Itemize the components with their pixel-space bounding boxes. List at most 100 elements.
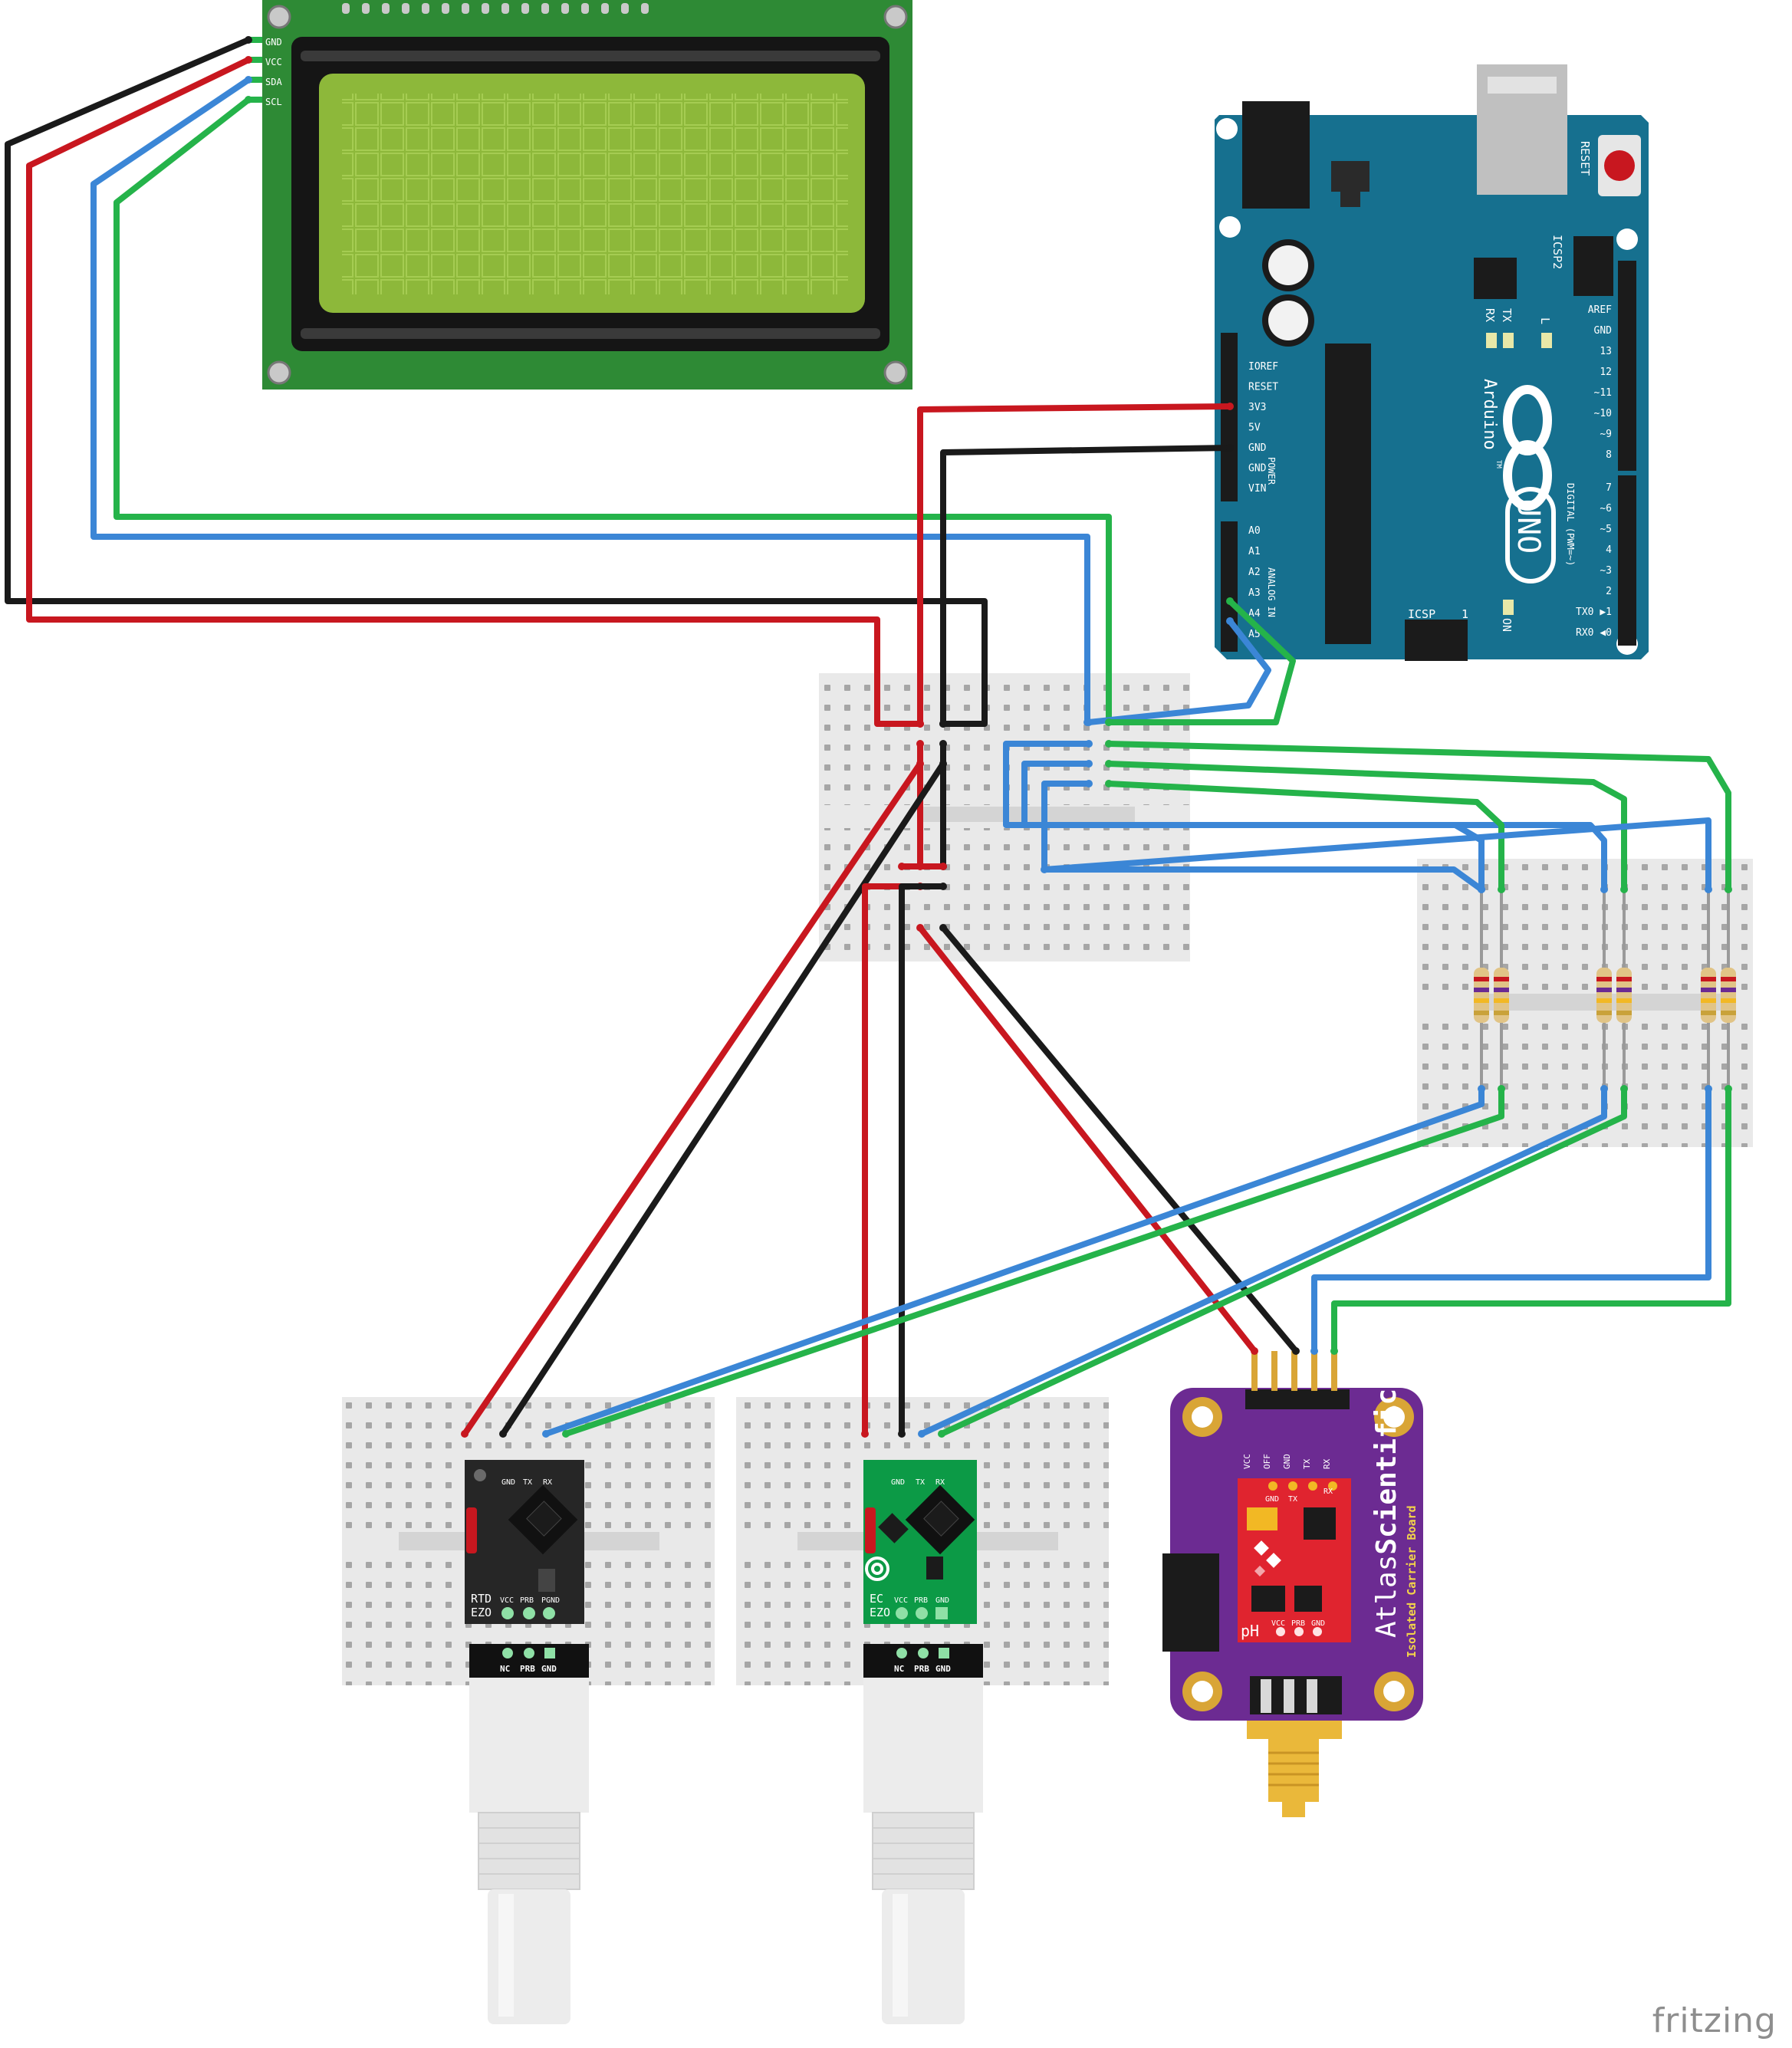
wire-black-23 [940, 925, 1299, 1354]
analog-pin-label-2: A2 [1248, 567, 1261, 578]
wire-end [939, 924, 947, 932]
wire-end [918, 1430, 926, 1438]
carrier-brand-bold: Scientific [1371, 1389, 1402, 1555]
resistor-band [1721, 977, 1736, 981]
arduino-brand: Arduino [1480, 379, 1499, 450]
ec-ezo-circuit: GND TX RX VCC PRB GND EC EZO [863, 1460, 977, 1624]
digital-section-label: DIGITAL (PWM=~) [1565, 483, 1576, 566]
wire-green-25 [563, 1086, 1504, 1437]
wire-black-5 [940, 445, 1233, 727]
rtd-conn-prb: PRB [520, 1664, 535, 1674]
ec-conn-gnd: GND [935, 1664, 951, 1674]
wire-end [939, 740, 947, 748]
wire-end [1498, 1085, 1505, 1093]
wire-red-22 [917, 925, 1258, 1354]
lcd-pin-gnd: GND [265, 37, 282, 48]
power-section-label: POWER [1266, 457, 1277, 485]
lcd-pin-vcc: VCC [265, 57, 282, 67]
wire-blue-26 [919, 1086, 1607, 1437]
resistor-band [1701, 988, 1716, 992]
digital-pin-label-4: ~11 [1594, 387, 1612, 399]
carrier-subtitle: Isolated Carrier Board [1405, 1505, 1419, 1658]
wire-end [916, 924, 924, 932]
resistor-band [1474, 1011, 1489, 1015]
wire-end [245, 96, 252, 104]
rtd-ezo-circuit: GND TX RX VCC PRB PGND RTD EZO [465, 1460, 584, 1624]
wire-end [1105, 760, 1113, 768]
analog-pin-label-1: A1 [1248, 546, 1261, 557]
lcd-header-pins [267, 5, 908, 385]
power-pin-label-3: 5V [1248, 422, 1261, 434]
ec-pin-gnd-bottom: GND [935, 1596, 949, 1605]
ph-chip-vcc: VCC [1271, 1619, 1285, 1628]
digital-pin-label-7: 8 [1606, 449, 1612, 461]
resistor-band [1596, 998, 1612, 1003]
resistor-band [1596, 977, 1612, 981]
wire-end [939, 863, 947, 870]
wire-end [245, 76, 252, 84]
lcd-top-pin [342, 3, 350, 14]
wire-end [499, 1430, 507, 1438]
lcd-top-pin [482, 3, 489, 14]
lcd-top-pin [382, 3, 390, 14]
icsp2-label: ICSP2 [1550, 235, 1564, 269]
ec-name-line1: EC [870, 1592, 883, 1606]
digital-pin-label-low-7: RX0 ◀0 [1576, 627, 1612, 639]
ec-conn-nc: NC [894, 1664, 904, 1674]
wire-green-29 [1331, 1086, 1731, 1354]
isolated-carrier-board: VCC OFF GND TX RX GND TX RX VCC PRB GND … [1162, 1351, 1423, 1817]
digital-pin-label-low-3: 4 [1606, 544, 1612, 556]
rtd-probe-connector: NC PRB GND [469, 1644, 589, 2024]
wire-end [916, 740, 924, 748]
carrier-pin-gnd: GND [1282, 1454, 1292, 1469]
analog-pin-label-3: A3 [1248, 587, 1261, 599]
wire-end [1041, 866, 1048, 873]
wire-end [1725, 886, 1732, 893]
wire-end [1105, 780, 1113, 787]
analog-header [1221, 521, 1238, 652]
wire-end [1705, 886, 1712, 893]
ec-probe-connector: NC PRB GND [863, 1644, 983, 2024]
l-led-label: L [1538, 317, 1552, 324]
power-pin-label-1: RESET [1248, 382, 1278, 393]
digital-pin-label-low-1: ~6 [1600, 503, 1612, 514]
lcd-top-pin [501, 3, 509, 14]
digital-pin-label-0: AREF [1588, 304, 1612, 316]
wire-end [861, 1430, 869, 1438]
wire-end [1600, 886, 1608, 893]
wire-blue-6 [1086, 618, 1271, 725]
power-pin-label-5: GND [1248, 463, 1267, 475]
lcd-top-pin [462, 3, 469, 14]
digital-pin-label-1: GND [1594, 325, 1613, 337]
wire-green-12 [1106, 761, 1627, 893]
resistor-band [1494, 988, 1509, 992]
digital-pin-label-6: ~9 [1600, 429, 1612, 440]
ec-pin-vcc: VCC [894, 1596, 908, 1605]
rtd-conn-nc: NC [500, 1664, 510, 1674]
on-led-label: ON [1500, 618, 1514, 632]
wire-end [1600, 1085, 1608, 1093]
wire-end [1251, 1347, 1258, 1355]
sma-connector [1247, 1721, 1342, 1739]
wire-end [1330, 1347, 1338, 1355]
digital-pin-label-low-2: ~5 [1600, 524, 1612, 535]
resistor-band [1494, 977, 1509, 981]
carrier-pin-rx: RX [1322, 1458, 1332, 1469]
wire-end [939, 883, 947, 890]
wire-end [1498, 886, 1505, 893]
resistor-band [1494, 998, 1509, 1003]
wire-end [1226, 403, 1234, 410]
wire-end [1620, 1085, 1628, 1093]
icsp-header [1405, 620, 1468, 661]
digital-header-top [1618, 261, 1636, 471]
rtd-pin-prb: PRB [520, 1596, 534, 1605]
wire-red-1 [26, 57, 923, 727]
wire-end [1292, 1347, 1300, 1355]
wire-red-18 [462, 761, 923, 1437]
resistor-band [1701, 998, 1716, 1003]
resistor-band [1474, 977, 1489, 981]
power-pin-label-4: GND [1248, 442, 1267, 454]
rtd-pin-rx: RX [543, 1478, 552, 1487]
icsp-label: ICSP [1408, 607, 1435, 621]
wire-end [916, 760, 924, 768]
